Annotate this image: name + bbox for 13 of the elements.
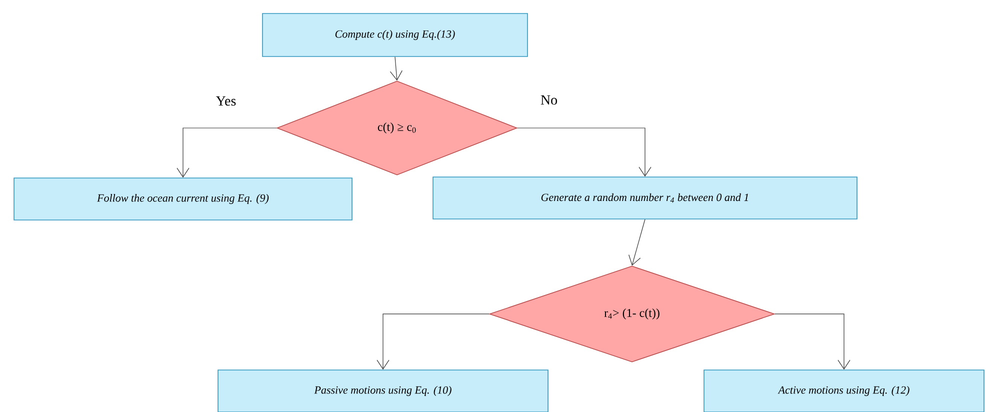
- arrow: [628, 219, 646, 266]
- process-box: Active motions using Eq. (12): [704, 370, 984, 412]
- arrow: [376, 314, 490, 370]
- arrow: [390, 56, 402, 81]
- process-box: Compute c(t) using Eq.(13): [262, 13, 528, 57]
- process-box: Passive motions using Eq. (10): [218, 370, 548, 412]
- arrow: [774, 314, 850, 370]
- process-box: Generate a random number r$_{4}$ between 0 and 1: [432, 176, 858, 220]
- process-box: Follow the ocean current using Eq. (9): [14, 178, 352, 220]
- edge-label: No: [539, 94, 559, 106]
- edge-label: Yes: [214, 95, 238, 107]
- arrow: [176, 128, 277, 178]
- arrow: [517, 128, 652, 177]
